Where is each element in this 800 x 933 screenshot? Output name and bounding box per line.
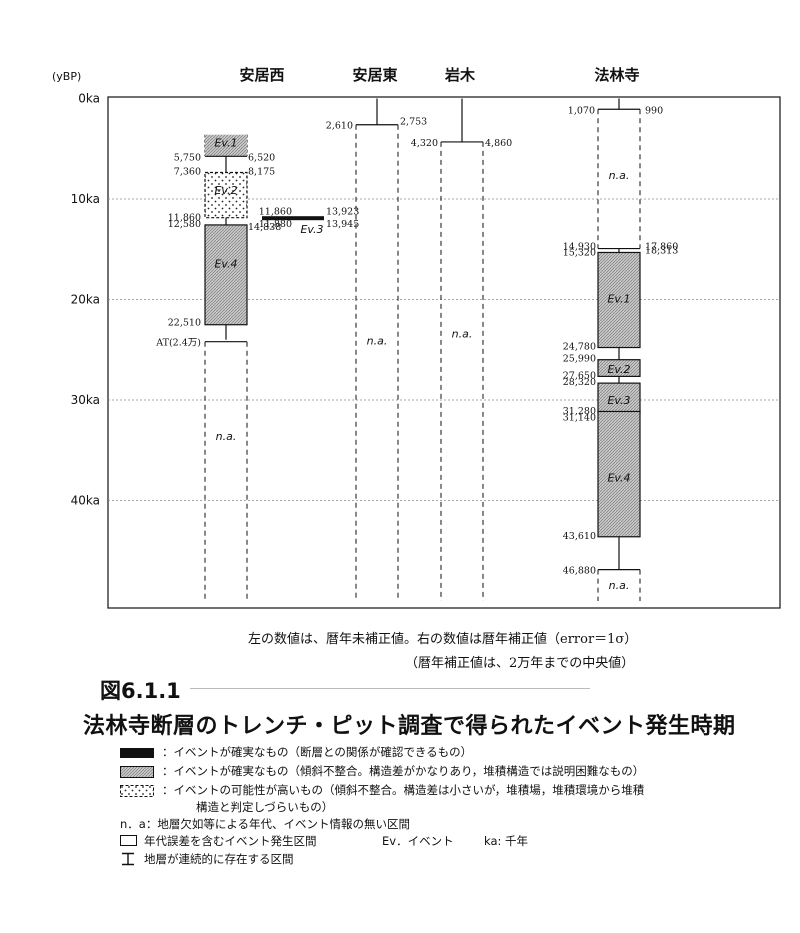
event-label: Ev.1 (214, 137, 237, 150)
event-label: Ev.4 (214, 257, 237, 270)
na-label: n.a. (609, 579, 630, 592)
value-label: 4,860 (485, 138, 512, 149)
value-label: 14,838 (248, 222, 281, 233)
horinji-ev4-box (597, 410, 641, 538)
na-label: n.a. (367, 335, 388, 348)
value-label: 22,510 (168, 318, 201, 329)
value-label: 24,780 (563, 342, 596, 353)
value-label: 31,140 (563, 412, 596, 423)
event-label: Ev.4 (607, 471, 630, 484)
value-label: 7,360 (174, 166, 201, 177)
event-chart: (yBP) 0ka 10ka 20ka 30ka 40ka 安居西 安居東 岩木 法林寺 Ev.1 5… (52, 66, 781, 609)
event-label: Ev.1 (607, 293, 630, 306)
y-tick-label: 20ka (71, 293, 100, 307)
event-label: Ev.2 (607, 363, 630, 376)
value-label: 5,750 (174, 152, 201, 163)
legend-bracket-swatch (122, 852, 134, 866)
value-label: 13,945 (326, 219, 359, 230)
na-label: n.a. (452, 328, 473, 341)
legend-possible-text: ：イベントの可能性が高いもの（傾斜不整合。構造差は小さいが，堆積場，堆積環境から… (162, 783, 645, 797)
y-tick-label: 40ka (71, 494, 100, 508)
value-label: 31,280 (563, 406, 596, 417)
value-label: 14,930 (563, 242, 596, 253)
value-label: 27,650 (563, 370, 596, 381)
value-label: 11,860 (259, 207, 292, 218)
ev3-certain-bar (262, 216, 324, 221)
value-label: 6,520 (248, 152, 275, 163)
ev1-box (205, 134, 247, 157)
legend-box-text: 年代誤差を含むイベント発生区間 (144, 834, 317, 848)
na-label: n.a. (216, 430, 237, 443)
figure-rule (190, 688, 590, 689)
site-title: 安居東 (352, 66, 397, 84)
y-tick-label: 30ka (71, 393, 100, 407)
event-label: Ev.3 (607, 394, 630, 407)
legend-box-swatch (120, 835, 137, 846)
value-label: 13,923 (326, 207, 359, 218)
value-label: 11,860 (168, 213, 201, 224)
value-label: 1,070 (568, 105, 595, 116)
legend-ka-text: ka: 千年 (484, 834, 529, 848)
calibration-note: 左の数値は、暦年未補正値。右の数値は暦年補正値（error＝1σ） (248, 632, 638, 647)
ev4-box (204, 224, 248, 326)
value-label: 990 (645, 105, 663, 116)
value-label: 2,610 (326, 121, 353, 132)
at-marker-label: AT(2.4万) (155, 338, 201, 349)
na-label: n.a. (609, 169, 630, 182)
value-label: 46,880 (563, 566, 596, 577)
value-label: 18,313 (645, 245, 678, 256)
value-label: 25,990 (563, 354, 596, 365)
figure-number: 図6.1.1 (100, 679, 181, 703)
value-label: 15,320 (563, 247, 596, 258)
plot-frame (107, 96, 781, 609)
legend-probable-swatch (120, 766, 154, 778)
legend-na-text: n．a：地層欠如等による年代、イベント情報の無い区間 (120, 817, 410, 831)
horinji-ev1-box (597, 251, 641, 349)
legend-probable-text: ：イベントが確実なもの（傾斜不整合。構造差がかなりあり，堆積構造では説明困難なも… (162, 764, 645, 778)
calibration-subnote: （暦年補正値は、2万年までの中央値） (405, 656, 635, 671)
legend-possible-swatch (120, 785, 154, 797)
y-tick-label: 0ka (78, 92, 100, 106)
value-label: 11,880 (259, 219, 292, 230)
legend-certain-swatch (120, 748, 154, 758)
value-label: 2,753 (400, 117, 427, 128)
site-title: 法林寺 (594, 66, 639, 84)
value-label: 12,580 (168, 219, 201, 230)
legend-bracket-text: 地層が連続的に存在する区間 (144, 852, 294, 866)
y-unit-label: (yBP) (52, 70, 81, 83)
legend: ：イベントが確実なもの（断層との関係が確認できるもの） ：イベントが確実なもの（… (120, 744, 760, 874)
value-label: 8,175 (248, 166, 275, 177)
legend-ev-text: Ev．イベント (382, 834, 454, 848)
legend-possible-text2: 構造と判定しづらいもの） (196, 800, 334, 814)
value-label: 43,610 (563, 531, 596, 542)
legend-certain-text: ：イベントが確実なもの（断層との関係が確認できるもの） (162, 745, 473, 759)
y-tick-label: 10ka (71, 192, 100, 206)
site-title: 安居西 (239, 66, 284, 84)
event-label: Ev.2 (214, 184, 237, 197)
ev2-box (204, 171, 248, 219)
value-label: 4,320 (411, 138, 438, 149)
event-label: Ev.3 (300, 223, 323, 236)
site-title: 岩木 (444, 66, 476, 84)
value-label: 17,860 (645, 242, 678, 253)
figure-title: 法林寺断層のトレンチ・ピット調査で得られたイベント発生時期 (83, 714, 736, 739)
value-label: 28,320 (563, 377, 596, 388)
